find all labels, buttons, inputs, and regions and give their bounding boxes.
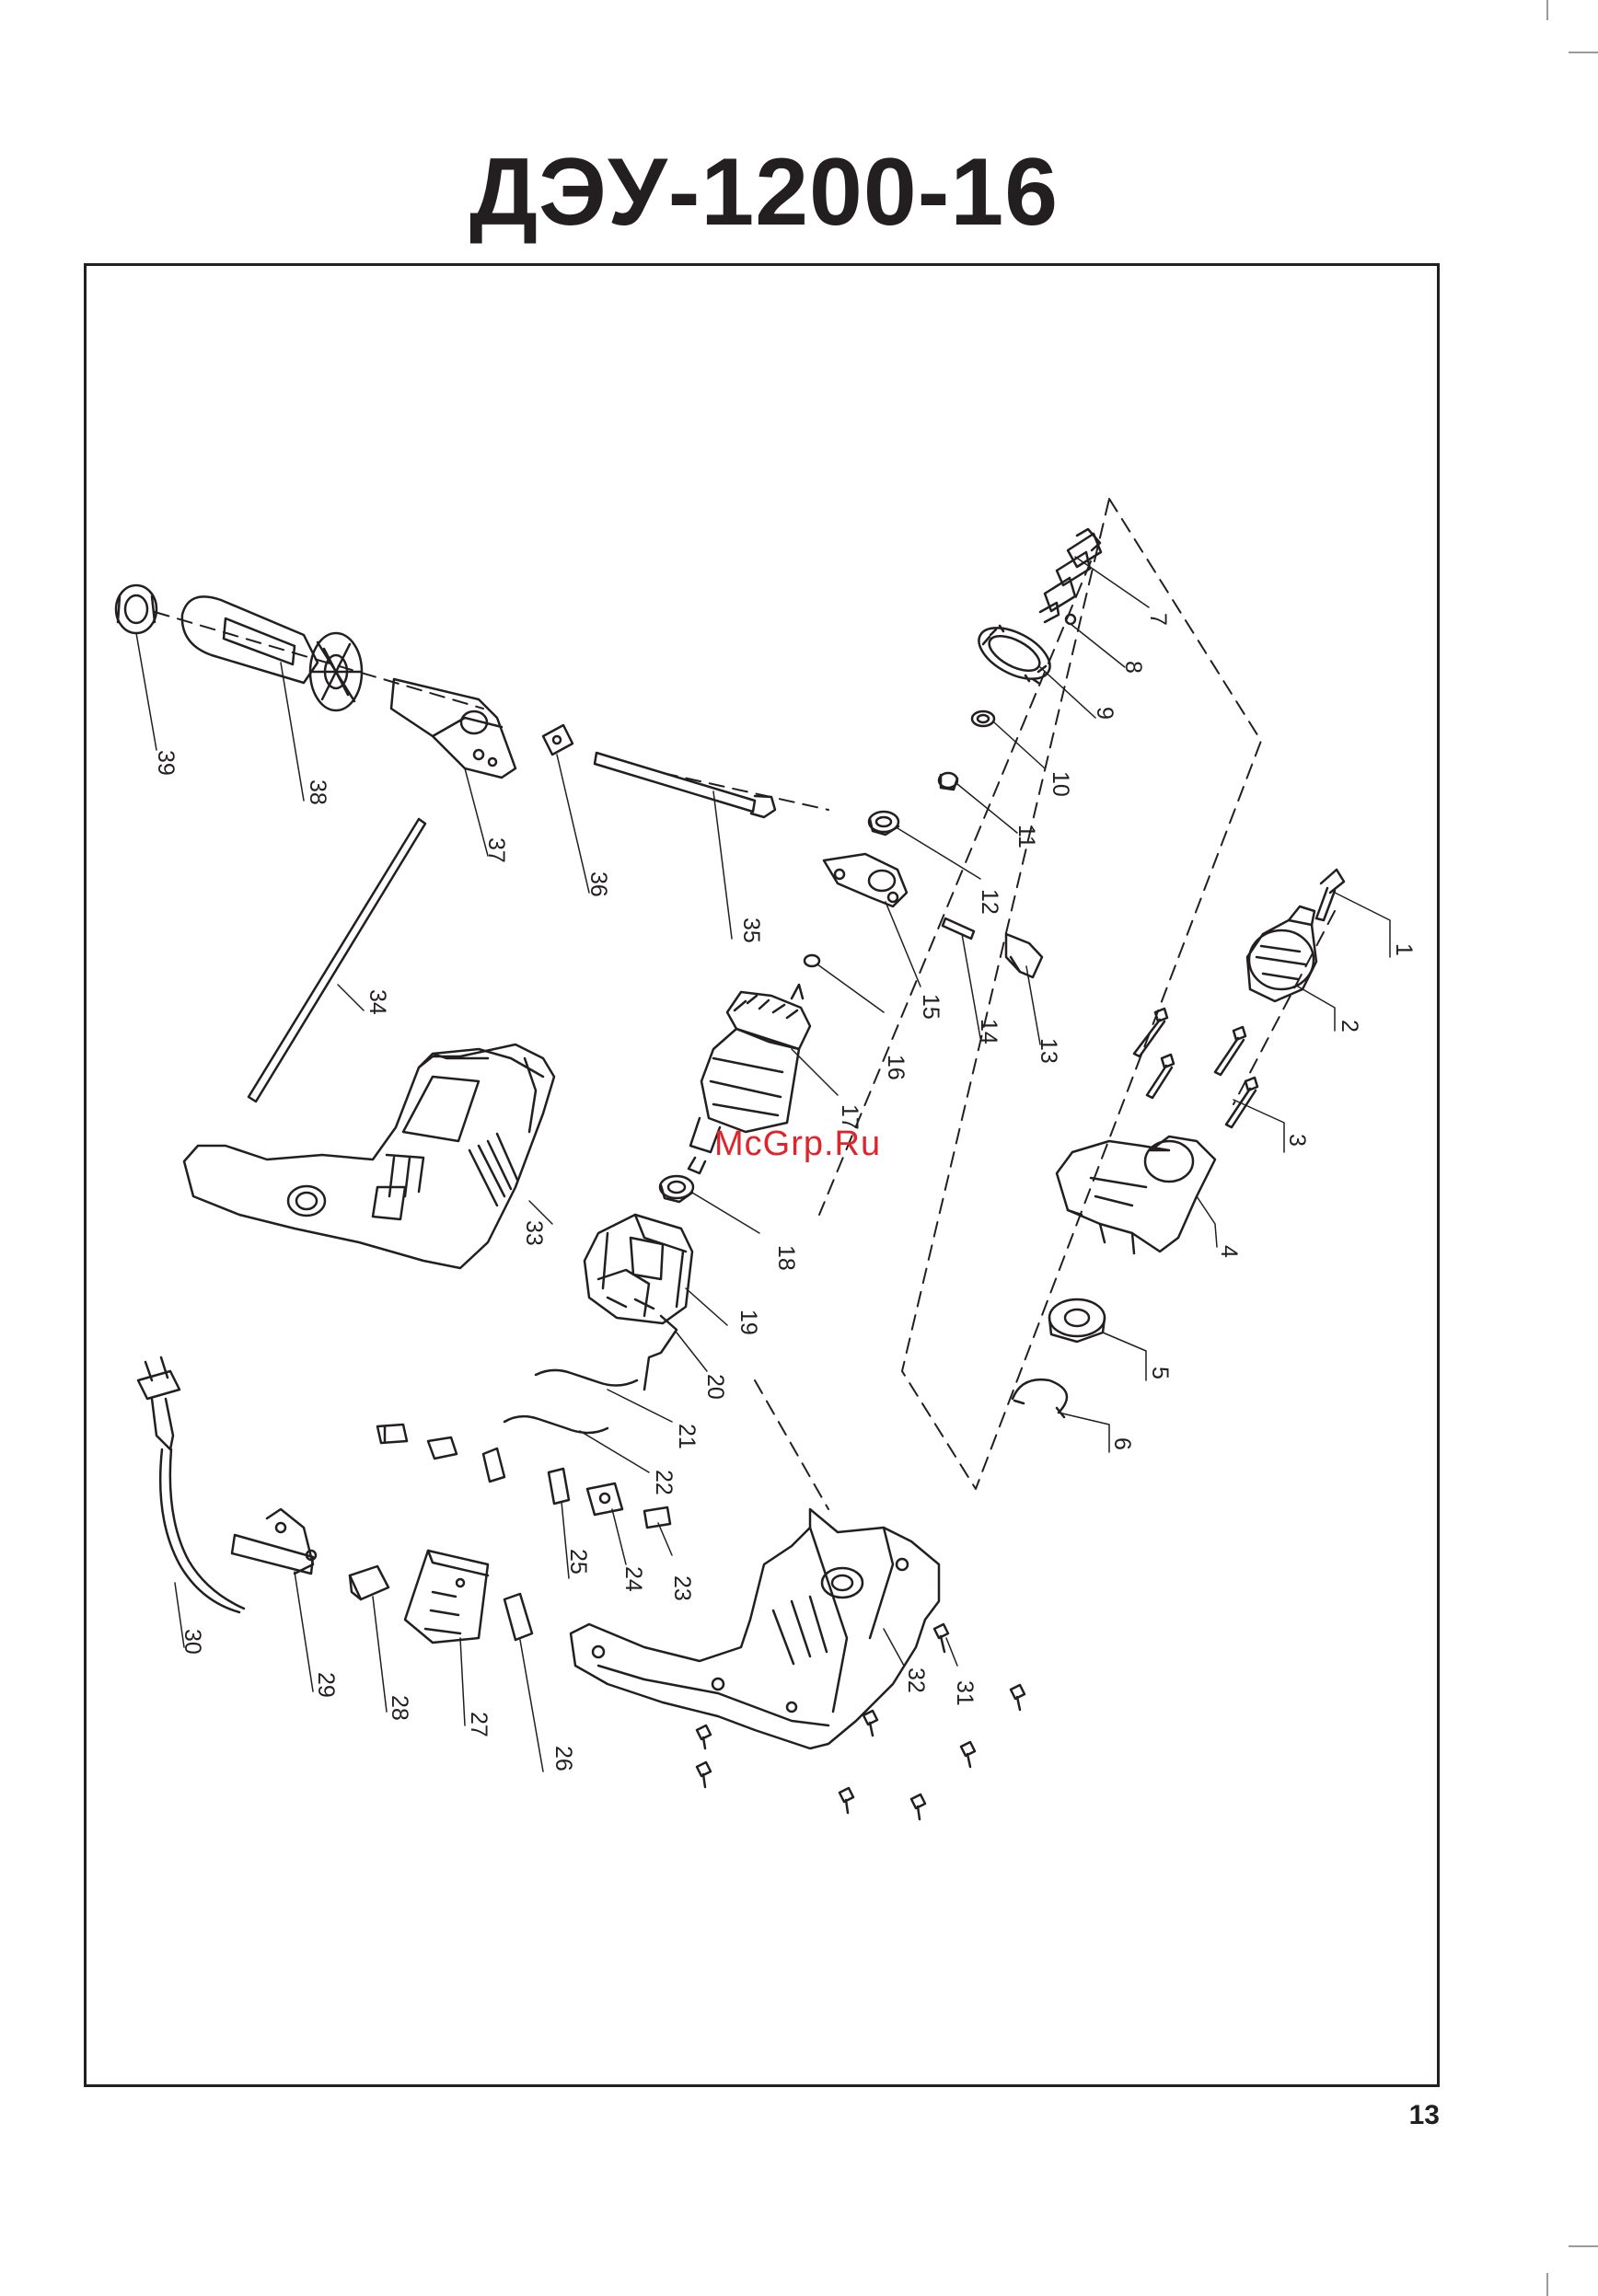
part-9-gear bbox=[971, 617, 1059, 689]
part-4-gear-housing bbox=[1057, 1136, 1215, 1253]
label-34: 34 bbox=[365, 989, 390, 1015]
label-16: 16 bbox=[883, 1055, 909, 1080]
label-22: 22 bbox=[651, 1470, 677, 1495]
label-29: 29 bbox=[313, 1672, 339, 1698]
part-24-brush-holder bbox=[587, 1483, 622, 1515]
part-35-bolt bbox=[595, 753, 775, 817]
part-5-bearing bbox=[1049, 1299, 1105, 1342]
label-14: 14 bbox=[976, 1019, 1002, 1044]
part-39-ring-nut bbox=[116, 585, 156, 633]
part-27-switch bbox=[405, 1551, 488, 1643]
part-33-housing-half bbox=[184, 1044, 554, 1268]
label-13: 13 bbox=[1036, 1038, 1061, 1064]
part-22-wire bbox=[504, 1416, 608, 1433]
part-2-chuck bbox=[1247, 906, 1316, 1001]
label-18: 18 bbox=[773, 1245, 799, 1271]
label-33: 33 bbox=[521, 1220, 547, 1246]
part-37-clamp-bracket bbox=[391, 679, 515, 778]
label-24: 24 bbox=[620, 1566, 646, 1592]
part-38-side-handle bbox=[182, 596, 362, 710]
label-21: 21 bbox=[674, 1424, 700, 1449]
label-20: 20 bbox=[702, 1374, 728, 1400]
part-20-wire bbox=[644, 1316, 677, 1390]
part-6-retaining-ring bbox=[1013, 1379, 1067, 1413]
label-26: 26 bbox=[550, 1746, 576, 1771]
part-19-stator bbox=[585, 1215, 692, 1323]
label-6: 6 bbox=[1109, 1437, 1135, 1450]
label-8: 8 bbox=[1120, 661, 1146, 674]
label-32: 32 bbox=[903, 1667, 929, 1693]
label-7: 7 bbox=[1145, 613, 1171, 626]
page-number: 13 bbox=[1390, 2100, 1440, 2131]
label-5: 5 bbox=[1147, 1367, 1173, 1379]
part-11-bushing bbox=[939, 773, 957, 790]
label-25: 25 bbox=[565, 1549, 591, 1575]
part-14-pin bbox=[943, 918, 974, 939]
label-4: 4 bbox=[1216, 1245, 1242, 1258]
label-27: 27 bbox=[466, 1712, 492, 1737]
assembly-axis-lines bbox=[155, 499, 1335, 1509]
part-36-square-nut bbox=[543, 725, 573, 755]
label-38: 38 bbox=[305, 779, 330, 805]
part-29-cable-clamp bbox=[232, 1509, 316, 1574]
label-35: 35 bbox=[738, 917, 764, 943]
label-2: 2 bbox=[1337, 1020, 1362, 1033]
label-36: 36 bbox=[585, 871, 611, 897]
label-11: 11 bbox=[1013, 825, 1039, 848]
label-28: 28 bbox=[387, 1695, 412, 1721]
part-31-screws bbox=[697, 1624, 1025, 1819]
part-28-capacitor bbox=[350, 1566, 388, 1599]
part-34-depth-rod bbox=[249, 819, 425, 1102]
label-12: 12 bbox=[977, 889, 1002, 915]
part-30-power-cord bbox=[138, 1357, 244, 1612]
brush-holder-parts bbox=[377, 1425, 670, 1528]
part-25-brush bbox=[549, 1469, 569, 1504]
label-31: 31 bbox=[952, 1680, 978, 1706]
label-1: 1 bbox=[1391, 943, 1417, 956]
part-26-switch-button bbox=[504, 1594, 532, 1640]
part-12-bearing bbox=[869, 812, 898, 835]
part-13-block bbox=[1006, 934, 1042, 977]
part-10-ring bbox=[972, 711, 994, 726]
label-39: 39 bbox=[153, 750, 179, 776]
label-37: 37 bbox=[483, 837, 509, 863]
label-9: 9 bbox=[1092, 707, 1117, 720]
leader-lines bbox=[136, 557, 1390, 1771]
part-23-brush bbox=[644, 1507, 670, 1528]
label-15: 15 bbox=[918, 994, 944, 1020]
part-18-bearing bbox=[660, 1176, 693, 1202]
part-3-screws bbox=[1134, 1009, 1257, 1127]
label-23: 23 bbox=[669, 1575, 695, 1601]
label-3: 3 bbox=[1284, 1134, 1310, 1147]
watermark: McGrp.Ru bbox=[714, 1125, 881, 1164]
label-10: 10 bbox=[1048, 771, 1073, 797]
label-19: 19 bbox=[735, 1310, 761, 1335]
part-15-bearing-plate bbox=[824, 854, 907, 906]
label-30: 30 bbox=[179, 1629, 205, 1655]
part-21-wire bbox=[536, 1370, 637, 1386]
